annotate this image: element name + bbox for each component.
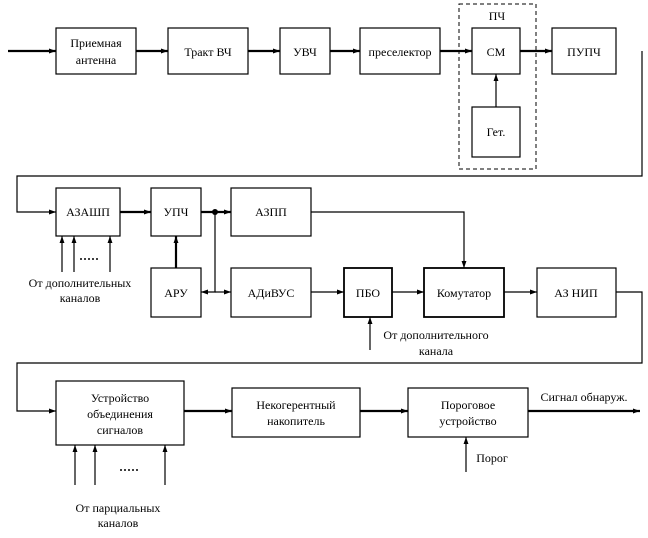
threshold-device-label-line2: устройство (439, 414, 496, 428)
preamp-if-block: ПУПЧ (551, 27, 617, 75)
accumulator-label-line1: Некогерентный (256, 398, 336, 412)
if-amp-label: УПЧ (164, 205, 189, 219)
mixer-label: СМ (487, 45, 506, 59)
svg-text:преселектор: преселектор (369, 45, 432, 59)
commutator-label: Комутатор (437, 286, 491, 300)
additional-channels-label-line1: От дополнительных (29, 276, 132, 290)
rf-path-block: Тракт ВЧ (167, 27, 249, 75)
svg-text:От дополнительного: От дополнительного (383, 328, 488, 342)
agc-label: АРУ (164, 286, 188, 300)
rf-path-label: Тракт ВЧ (184, 45, 232, 59)
svg-text:АДиВУС: АДиВУС (248, 286, 295, 300)
mixer-block: СМ (471, 27, 521, 75)
additional-channels-label-line2: каналов (60, 291, 101, 305)
svg-text:Комутатор: Комутатор (437, 286, 491, 300)
antenna-label-line2: антенна (76, 53, 117, 67)
svg-text:каналов: каналов (60, 291, 101, 305)
antenna-label-line1: Приемная (70, 36, 122, 50)
svg-text:Приемная: Приемная (70, 36, 122, 50)
combiner-block: Устройство объединения сигналов (55, 380, 185, 446)
az-nip-label: АЗ НИП (554, 286, 598, 300)
svg-text:АРУ: АРУ (164, 286, 188, 300)
svg-text:ПБО: ПБО (356, 286, 380, 300)
accumulator-label-line2: накопитель (267, 414, 325, 428)
svg-text:Пороговое: Пороговое (441, 398, 495, 412)
additional-channel-label-line1: От дополнительного (383, 328, 488, 342)
combiner-label-line2: объединения (87, 407, 153, 421)
az-nip-block: АЗ НИП (536, 267, 617, 318)
azpp-to-commutator-arrow (311, 211, 467, 268)
preamp-if-label: ПУПЧ (567, 45, 601, 59)
svg-text:Тракт ВЧ: Тракт ВЧ (184, 45, 232, 59)
adivus-label: АДиВУС (248, 286, 295, 300)
svg-text:Порог: Порог (476, 451, 508, 465)
preamp-if-to-azashp-arrow (16, 51, 643, 215)
combiner-label-line1: Устройство (91, 391, 149, 405)
svg-text:антенна: антенна (76, 53, 117, 67)
partial-channels-label-line1: От парциальных (76, 501, 161, 515)
azpp-block: АЗПП (230, 187, 312, 237)
azashp-label: АЗАШП (66, 205, 110, 219)
threshold-device-block: Пороговое устройство (407, 387, 529, 438)
adivus-block: АДиВУС (230, 267, 312, 318)
junction-to-agc-arrow (201, 212, 216, 295)
svg-text:От дополнительных: От дополнительных (29, 276, 132, 290)
svg-text:объединения: объединения (87, 407, 153, 421)
rf-amp-block: УВЧ (279, 27, 331, 75)
svg-text:Сигнал обнаруж.: Сигнал обнаруж. (540, 390, 627, 404)
svg-text:Устройство: Устройство (91, 391, 149, 405)
azashp-block: АЗАШП (55, 187, 121, 237)
pbo-label: ПБО (356, 286, 380, 300)
azpp-label: АЗПП (255, 205, 287, 219)
svg-text:УПЧ: УПЧ (164, 205, 189, 219)
svg-text:ПУПЧ: ПУПЧ (567, 45, 601, 59)
accumulator-block: Некогерентный накопитель (231, 387, 361, 438)
svg-text:каналов: каналов (98, 516, 139, 530)
svg-text:ПЧ: ПЧ (489, 9, 506, 23)
partial-channels-label-line2: каналов (98, 516, 139, 530)
preselector-label: преселектор (369, 45, 432, 59)
svg-text:канала: канала (419, 344, 454, 358)
svg-text:Гет.: Гет. (487, 125, 506, 139)
svg-text:АЗПП: АЗПП (255, 205, 287, 219)
output-label: Сигнал обнаруж. (540, 390, 627, 404)
pbo-block: ПБО (343, 267, 393, 318)
svg-text:АЗАШП: АЗАШП (66, 205, 110, 219)
svg-text:Некогерентный: Некогерентный (256, 398, 336, 412)
if-converter-group (458, 3, 537, 170)
if-converter-label: ПЧ (489, 9, 506, 23)
local-oscillator-label: Гет. (487, 125, 506, 139)
svg-text:накопитель: накопитель (267, 414, 325, 428)
local-oscillator-block: Гет. (471, 106, 521, 158)
agc-block: АРУ (150, 267, 202, 318)
svg-text:УВЧ: УВЧ (293, 45, 317, 59)
threshold-device-label-line1: Пороговое (441, 398, 495, 412)
svg-text:От парциальных: От парциальных (76, 501, 161, 515)
if-amp-block: УПЧ (150, 187, 202, 237)
antenna-block: Приемная антенна (55, 27, 137, 75)
preselector-block: преселектор (359, 27, 441, 75)
svg-text:СМ: СМ (487, 45, 506, 59)
az-nip-to-combiner-arrow (16, 291, 643, 414)
commutator-block: Комутатор (423, 267, 505, 318)
svg-text:устройство: устройство (439, 414, 496, 428)
svg-text:АЗ НИП: АЗ НИП (554, 286, 598, 300)
rf-amp-label: УВЧ (293, 45, 317, 59)
threshold-label: Порог (476, 451, 508, 465)
combiner-label-line3: сигналов (97, 423, 144, 437)
svg-text:сигналов: сигналов (97, 423, 144, 437)
additional-channel-label-line2: канала (419, 344, 454, 358)
